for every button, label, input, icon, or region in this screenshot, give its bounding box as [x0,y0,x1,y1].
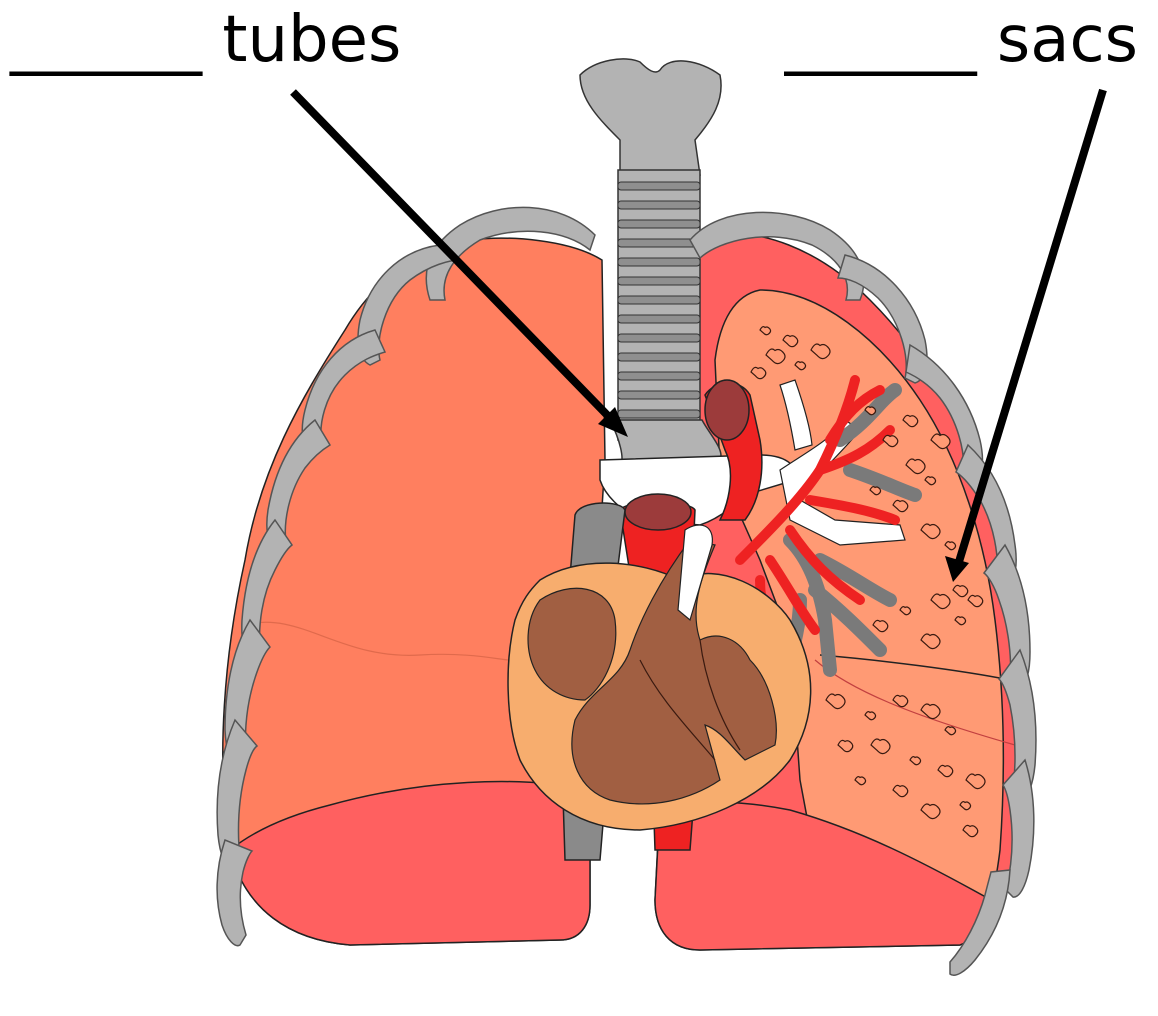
sacs-label: ______ sacs [785,0,1138,80]
pulmonary-artery-lumen [705,380,749,440]
trachea-ring [618,182,700,190]
trachea-ring [618,315,700,323]
trachea-ring [618,391,700,399]
trachea-ring [618,372,700,380]
trachea-ring [618,201,700,209]
trachea-ring [618,258,700,266]
trachea-ring [618,220,700,228]
larynx [580,59,721,175]
tubes-label: ______ tubes [10,0,401,80]
trachea-ring [618,239,700,247]
trachea-ring [618,410,700,418]
aorta-lumen [625,494,691,530]
trachea-ring [618,353,700,361]
trachea-ring [618,277,700,285]
trachea-ring [618,296,700,304]
rib [217,840,252,946]
sacs-arrow-shaft [958,90,1103,565]
trachea-ring [618,334,700,342]
